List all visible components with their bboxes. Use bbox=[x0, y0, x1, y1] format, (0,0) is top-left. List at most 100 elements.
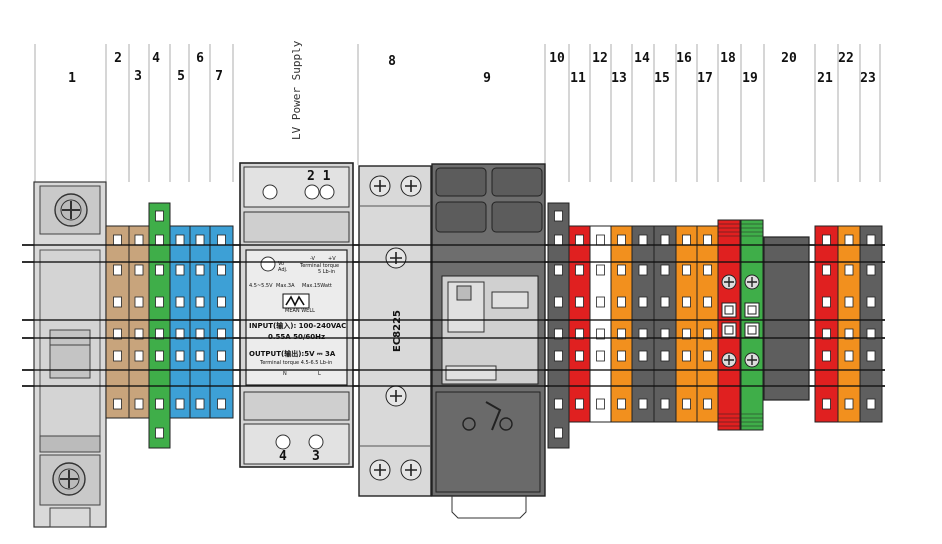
terminal-slot bbox=[134, 234, 144, 246]
mean-well-logo bbox=[282, 293, 310, 309]
terminal-slot bbox=[822, 234, 831, 246]
terminal-slot bbox=[175, 264, 185, 276]
terminal-slot bbox=[703, 296, 712, 308]
terminal-slot bbox=[822, 350, 831, 362]
terminal-block bbox=[675, 225, 698, 423]
terminal-slot bbox=[217, 328, 226, 340]
terminal-block bbox=[148, 202, 171, 449]
terminal-slot bbox=[155, 398, 164, 410]
terminal-slot bbox=[596, 296, 605, 308]
terminal-slot bbox=[175, 296, 185, 308]
terminal-slot bbox=[660, 398, 670, 410]
module-9-relay-base bbox=[431, 163, 546, 519]
column-number-23: 23 bbox=[860, 71, 876, 86]
terminal-slot bbox=[638, 328, 648, 340]
terminal-slot bbox=[844, 398, 854, 410]
terminal-slot bbox=[596, 264, 605, 276]
svg-text:Max.3A: Max.3A bbox=[276, 283, 295, 289]
terminal-slot bbox=[617, 234, 626, 246]
column-number-19: 19 bbox=[742, 71, 758, 86]
terminal-slot bbox=[703, 350, 712, 362]
column-number-12: 12 bbox=[592, 51, 608, 66]
svg-text:Max.15Watt: Max.15Watt bbox=[302, 283, 332, 289]
terminal-block bbox=[837, 225, 861, 423]
terminal-hole-icon bbox=[262, 184, 278, 200]
column-number-7: 7 bbox=[215, 69, 223, 84]
terminal-hole-icon bbox=[304, 184, 320, 200]
terminal-slot bbox=[113, 398, 122, 410]
svg-text:OUTPUT(输出):5V ⎓ 3A: OUTPUT(输出):5V ⎓ 3A bbox=[249, 349, 336, 358]
terminal-block bbox=[717, 219, 741, 431]
svg-text:+V: +V bbox=[328, 256, 336, 262]
terminal-slot bbox=[617, 264, 626, 276]
terminal-slot bbox=[175, 350, 185, 362]
terminal-slot bbox=[575, 234, 584, 246]
terminal-block bbox=[568, 225, 591, 423]
terminal-slot bbox=[134, 296, 144, 308]
terminal-slot bbox=[617, 350, 626, 362]
terminal-hole-icon bbox=[275, 434, 291, 450]
terminal-slot bbox=[554, 296, 563, 308]
svg-text:Vo: Vo bbox=[278, 261, 284, 267]
terminal-slot bbox=[554, 234, 563, 246]
terminal-slot bbox=[155, 264, 164, 276]
terminal-block bbox=[189, 225, 211, 419]
column-number-15: 15 bbox=[654, 71, 670, 86]
svg-text:0.55A 50/60Hz: 0.55A 50/60Hz bbox=[268, 333, 325, 341]
terminal-slot bbox=[113, 234, 122, 246]
svg-text:L: L bbox=[318, 371, 321, 377]
terminal-block bbox=[814, 225, 839, 423]
terminal-slot bbox=[866, 234, 876, 246]
terminal-slot bbox=[660, 264, 670, 276]
terminal-block bbox=[169, 225, 191, 419]
module-1-circuit-breaker bbox=[33, 181, 107, 528]
terminal-block bbox=[589, 225, 612, 423]
column-number-4: 4 bbox=[152, 51, 160, 66]
terminal-slot bbox=[682, 398, 691, 410]
terminal-block bbox=[653, 225, 677, 423]
terminal-slot bbox=[554, 350, 563, 362]
terminal-slot bbox=[134, 398, 144, 410]
column-number-1: 1 bbox=[68, 71, 76, 86]
din-rail-front bbox=[22, 244, 885, 387]
terminal-block bbox=[740, 219, 764, 431]
terminal-slot bbox=[217, 350, 226, 362]
column-number-3: 3 bbox=[134, 69, 142, 84]
terminal-block bbox=[547, 202, 570, 449]
terminal-slot bbox=[703, 234, 712, 246]
svg-text:4.5~5.5V: 4.5~5.5V bbox=[249, 283, 273, 289]
terminal-slot bbox=[682, 234, 691, 246]
terminal-block bbox=[696, 225, 719, 423]
terminal-slot bbox=[217, 296, 226, 308]
terminal-slot bbox=[195, 234, 205, 246]
terminal-slot bbox=[554, 328, 563, 340]
power-supply-vertical-label: LV Power Supply bbox=[290, 40, 303, 140]
svg-text:Adj.: Adj. bbox=[278, 267, 288, 273]
terminal-slot bbox=[822, 296, 831, 308]
terminal-slot bbox=[660, 350, 670, 362]
svg-text:3: 3 bbox=[312, 449, 320, 464]
column-number-13: 13 bbox=[611, 71, 627, 86]
column-number-21: 21 bbox=[817, 71, 833, 86]
terminal-slot bbox=[195, 350, 205, 362]
terminal-block bbox=[209, 225, 234, 419]
svg-text:Terminal torque: Terminal torque bbox=[299, 263, 339, 269]
terminal-block bbox=[128, 225, 150, 419]
terminal-slot bbox=[554, 398, 563, 410]
terminal-slot bbox=[703, 328, 712, 340]
column-number-22: 22 bbox=[838, 51, 854, 66]
column-number-11: 11 bbox=[570, 71, 586, 86]
module-lv-power-supply: 2 1 Vo Adj. -V +V Terminal torque 5 Lb-i… bbox=[239, 162, 354, 468]
terminal-slot bbox=[638, 398, 648, 410]
relay-model-label: EC8225 bbox=[392, 310, 403, 352]
terminal-slot bbox=[844, 350, 854, 362]
terminal-slot bbox=[113, 264, 122, 276]
terminal-slot bbox=[844, 296, 854, 308]
terminal-slot bbox=[596, 398, 605, 410]
column-number-14: 14 bbox=[634, 51, 650, 66]
terminal-hole-icon bbox=[308, 434, 324, 450]
terminal-slot bbox=[844, 264, 854, 276]
adjust-knob-icon bbox=[260, 256, 276, 272]
